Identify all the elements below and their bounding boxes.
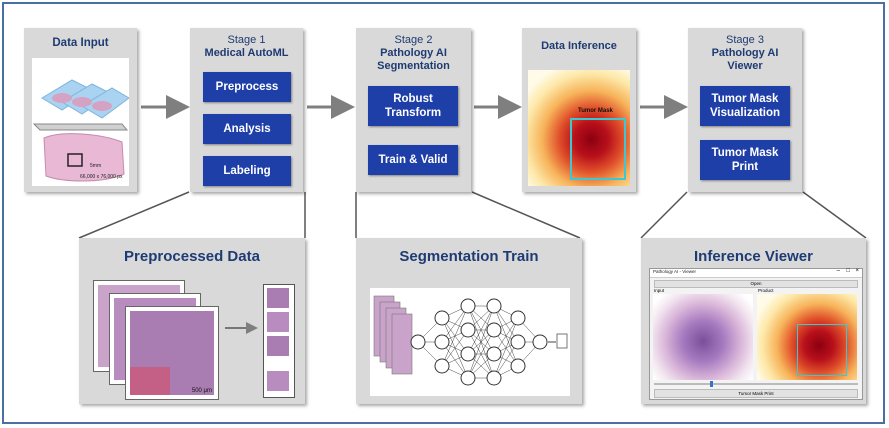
output-mask-icon [556,333,568,349]
slide-size-text: 66,000 x 76,000 px [80,174,123,180]
nn-node [510,358,526,374]
nn-edge [493,317,519,379]
nn-node [486,298,502,314]
inference-heatmap-image: Tumor Mask [528,70,630,186]
stage2-subtitle-2: Segmentation [377,60,450,72]
tumor-mask-box [570,118,626,180]
stage3-title: Stage 3 Pathology AI Viewer [688,34,802,73]
product-heatmap-image [757,294,857,380]
stage2-subtitle-1: Pathology AI [380,47,447,59]
analysis-button[interactable]: Analysis [203,114,291,144]
stage2-title: Stage 2 Pathology AI Segmentation [356,34,471,73]
inference-viewer-title: Inference Viewer [694,248,813,265]
product-tumor-box [797,324,847,376]
nn-node [460,370,476,386]
nn-edge [467,305,495,379]
visualization-line1: Tumor Mask [711,93,779,105]
robust-transform-line2: Transform [384,107,442,119]
segmentation-train-title: Segmentation Train [399,248,539,265]
slide-scale-text: 5mm [90,163,102,169]
data-inference-title: Data Inference [541,40,617,52]
zoom-line-stage2-right [471,191,581,239]
nn-node [486,346,502,362]
data-input-title: Data Input [52,37,109,49]
slide-stack-illustration [32,79,129,182]
patch-tile [267,336,289,356]
stage2-label: Stage 2 [394,34,433,46]
patch-tile [267,371,289,391]
close-button[interactable]: × [855,268,859,274]
zoom-line-stage1-left [78,191,190,239]
preprocess-button[interactable]: Preprocess [203,72,291,102]
stage2-panel: Stage 2 Pathology AI Segmentation Robust… [356,28,471,192]
tissue-slide-3: 500 μm [125,306,219,400]
nn-edge [441,305,469,367]
stage3-panel: Stage 3 Pathology AI Viewer Tumor Mask V… [688,28,802,192]
stage3-subtitle-2: Viewer [727,60,763,72]
maximize-button[interactable]: □ [846,268,850,274]
tumor-mask-print-button[interactable]: Tumor Mask Print [700,140,790,180]
nn-node [410,334,426,350]
nn-edge [467,329,495,379]
nn-node [510,310,526,326]
slide-images: 5mm 66,000 x 76,000 px [32,58,129,186]
nn-node [486,322,502,338]
labeling-button[interactable]: Labeling [203,156,291,186]
segmentation-train-panel: Segmentation Train [356,238,582,404]
nn-node [434,358,450,374]
tumor-mask-visualization-button[interactable]: Tumor Mask Visualization [700,86,790,126]
network-diagram [370,288,570,396]
viewer-slider[interactable] [654,381,858,387]
nn-node [460,346,476,362]
input-label: Input [654,288,665,293]
stage1-subtitle: Medical AutoML [204,47,289,59]
nn-node [486,370,502,386]
stage3-subtitle-1: Pathology AI [711,47,779,59]
open-button[interactable]: Open [654,280,858,288]
patch-column [263,284,295,398]
preprocessed-data-panel: Preprocessed Data 500 μm [79,238,305,404]
nn-edge [467,305,495,355]
robust-transform-line1: Robust [393,93,433,105]
viewer-window: Pathology AI - Viewer – □ × Open Input P… [649,268,863,400]
nn-node [434,334,450,350]
data-inference-panel: Data Inference Tumor Mask [522,28,636,192]
tumor-mask-print-bar[interactable]: Tumor Mask Print [654,389,858,398]
viewer-titlebar: Pathology AI - Viewer – □ × [650,268,862,278]
print-line1: Tumor Mask [711,147,779,159]
connectors [78,95,867,239]
zoom-line-stage3-left [640,191,688,239]
data-input-panel: Data Input 5mm 66,000 x 76,000 px [24,28,137,192]
stage1-label: Stage 1 [227,34,266,46]
tumor-mask-overlay-label: Tumor Mask [578,108,613,114]
robust-transform-button[interactable]: Robust Transform [368,86,458,126]
print-line2: Print [731,161,759,173]
train-valid-button[interactable]: Train & Valid [368,145,458,175]
stage1-title: Stage 1 Medical AutoML [190,34,303,60]
diagram-frame: Data Input 5mm 66,000 x 76,000 px Stage … [2,2,885,424]
zoom-line-stage3-right [802,191,867,239]
minimize-button[interactable]: – [836,268,840,274]
nn-node [532,334,548,350]
product-label: Product [758,288,774,293]
visualization-line2: Visualization [709,107,781,119]
scale-bar-label: 500 μm [191,388,212,394]
preprocessed-data-title: Preprocessed Data [124,248,260,265]
nn-node [460,322,476,338]
stage3-label: Stage 3 [726,34,764,46]
input-patch [391,313,413,375]
nn-node [434,310,450,326]
neural-network-illustration [373,295,568,386]
nn-node [510,334,526,350]
slider-handle[interactable] [710,381,713,387]
patch-tile [267,312,289,332]
inference-viewer-panel: Inference Viewer Pathology AI - Viewer –… [641,238,866,404]
patch-tile [267,288,289,308]
viewer-window-title: Pathology AI - Viewer [653,269,696,274]
patch-arrow [225,322,258,334]
stage1-panel: Stage 1 Medical AutoML Preprocess Analys… [190,28,303,192]
nn-node [460,298,476,314]
input-slide-image [653,294,753,380]
